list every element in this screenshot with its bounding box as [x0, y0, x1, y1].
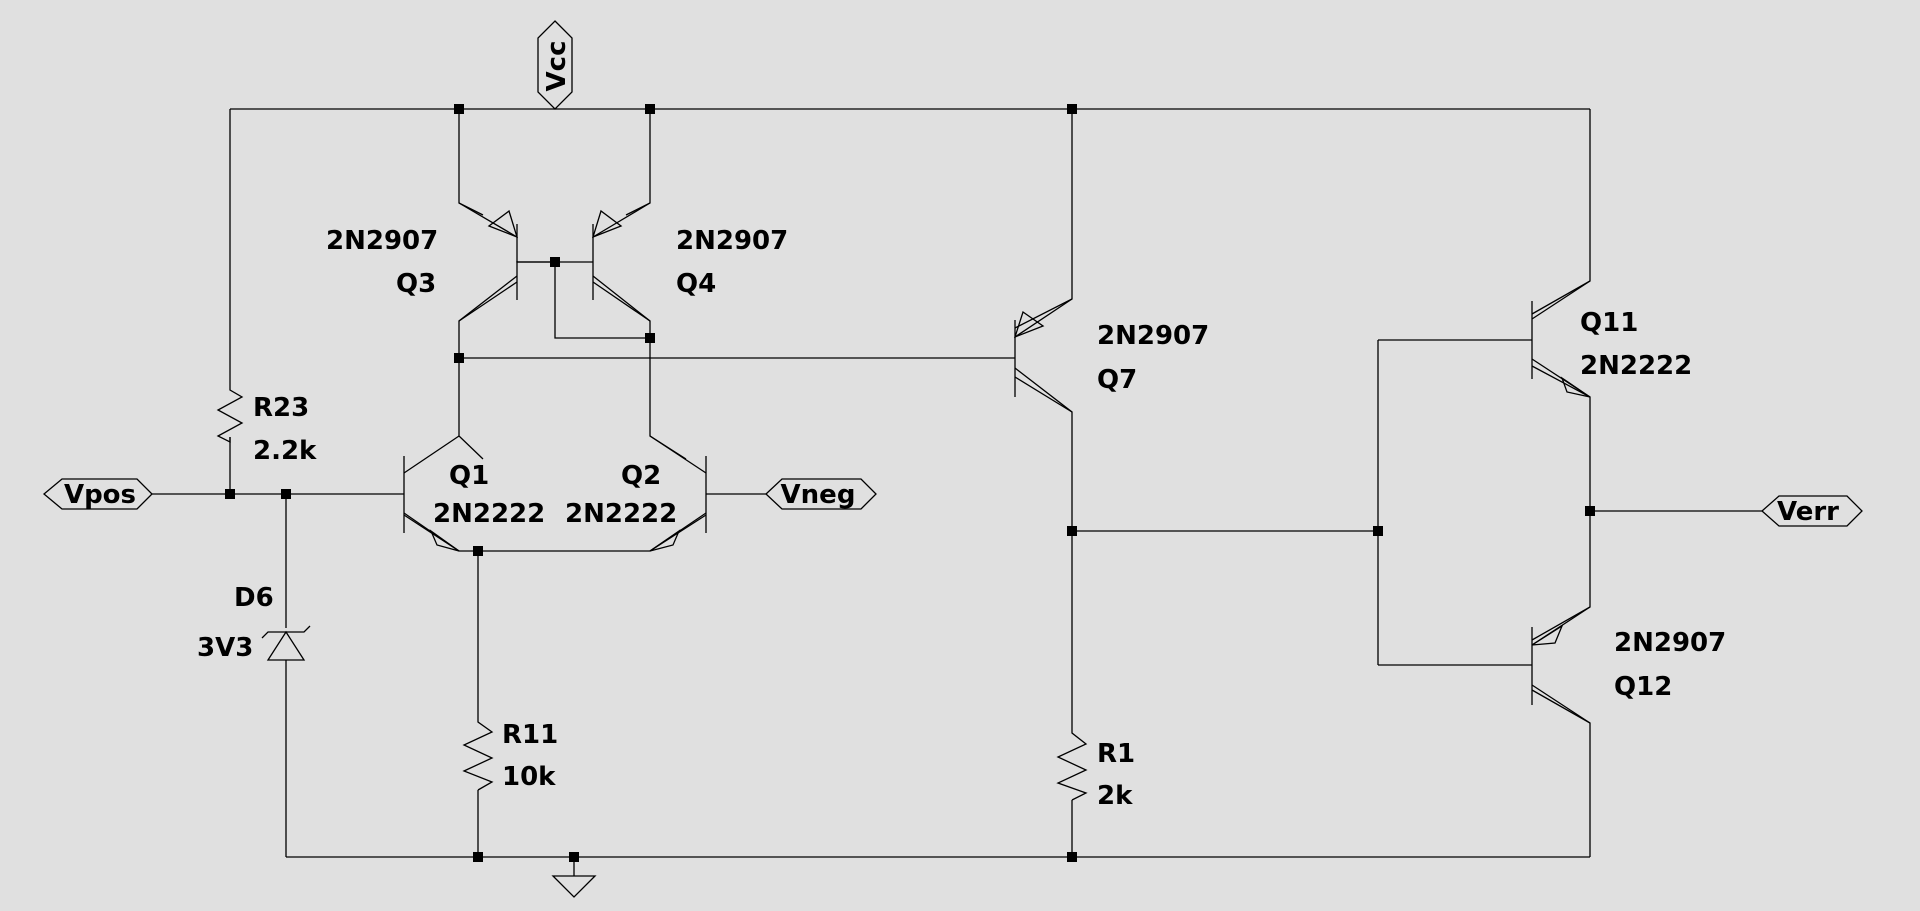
label-q3-ref: Q3	[396, 269, 436, 299]
label-q7-ref: Q7	[1097, 365, 1137, 395]
transistor-q7	[1013, 298, 1073, 413]
label-d6-value: 3V3	[197, 633, 253, 663]
label-q4-model: 2N2907	[676, 226, 788, 256]
label-r11-ref: R11	[502, 720, 558, 750]
net-flag-verr: Verr	[1761, 495, 1863, 527]
label-r1-value: 2k	[1097, 781, 1133, 811]
label-q1-model: 2N2222	[433, 499, 545, 529]
label-r23-ref: R23	[253, 393, 309, 423]
transistor-q12	[1531, 606, 1591, 724]
label-q2-model: 2N2222	[565, 499, 677, 529]
component-labels: 2N2907 Q3 2N2907 Q4 2N2907 Q7 Q11 2N2222…	[197, 226, 1726, 811]
label-d6-ref: D6	[234, 583, 274, 613]
net-label-vcc: Vcc	[542, 41, 572, 92]
label-q1-ref: Q1	[449, 461, 489, 491]
net-label-vneg: Vneg	[781, 480, 856, 510]
junctions	[225, 104, 1595, 862]
net-flag-vneg: Vneg	[765, 478, 877, 510]
ground-symbol	[551, 875, 597, 898]
label-q4-ref: Q4	[676, 269, 716, 299]
transistor-q11	[1531, 280, 1591, 398]
resistor-r1	[1056, 725, 1088, 801]
net-label-verr: Verr	[1777, 497, 1839, 527]
label-q11-ref: Q11	[1580, 308, 1638, 338]
zener-diode-d6	[261, 625, 311, 661]
label-r23-value: 2.2k	[253, 436, 317, 466]
label-q7-model: 2N2907	[1097, 321, 1209, 351]
transistor-q2	[649, 435, 707, 552]
resistor-r23	[216, 385, 244, 444]
transistor-q1	[403, 435, 460, 552]
net-label-vpos: Vpos	[64, 480, 136, 510]
transistor-q3	[458, 202, 555, 322]
wires	[152, 108, 1762, 876]
label-q2-ref: Q2	[621, 461, 661, 491]
label-q3-model: 2N2907	[326, 226, 438, 256]
net-flag-vcc: Vcc	[537, 20, 573, 110]
label-r11-value: 10k	[502, 762, 556, 792]
net-flag-vpos: Vpos	[42, 478, 153, 510]
transistor-q4	[591, 202, 651, 322]
label-q11-model: 2N2222	[1580, 351, 1692, 381]
label-r1-ref: R1	[1097, 739, 1135, 769]
label-q12-model: 2N2907	[1614, 628, 1726, 658]
resistor-r11	[462, 713, 494, 791]
label-q12-ref: Q12	[1614, 672, 1672, 702]
